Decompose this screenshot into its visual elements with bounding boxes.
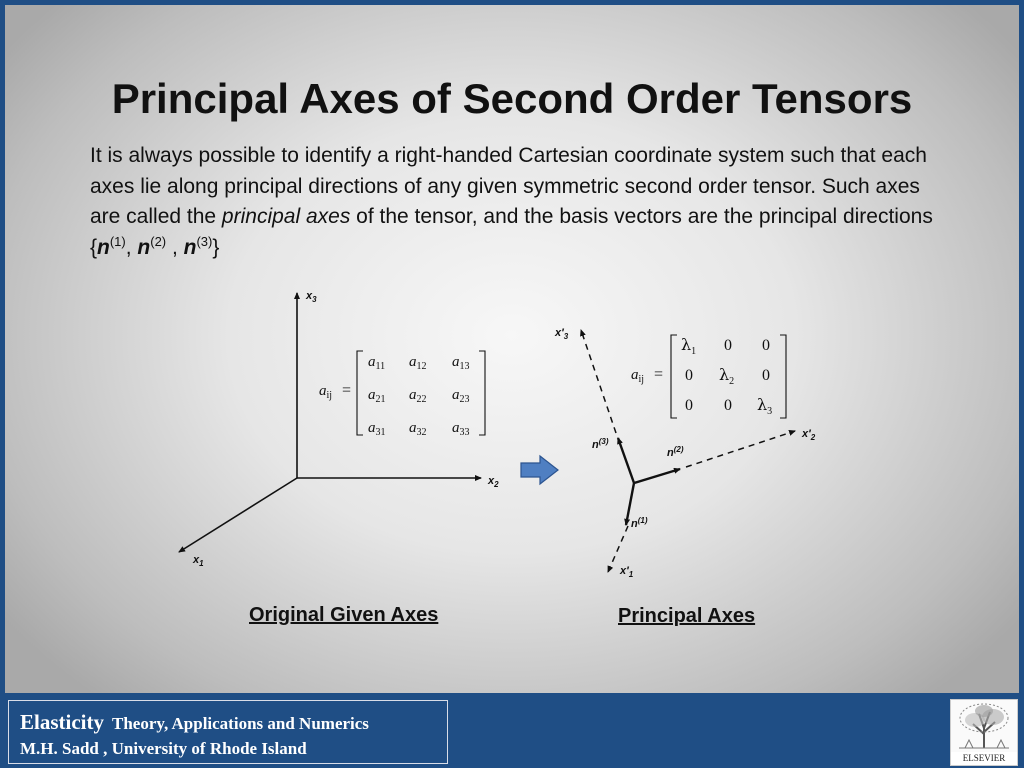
matrix-cell-33: a33 xyxy=(452,420,470,438)
matrix-cell-31: a31 xyxy=(368,420,386,438)
intro-paragraph: It is always possible to identify a righ… xyxy=(90,141,940,263)
matrix-left-bracket xyxy=(356,350,363,436)
axis-x2p-line xyxy=(685,430,796,468)
matrix-lhs: aij xyxy=(319,383,332,401)
basis-close: } xyxy=(212,235,220,259)
slide-canvas: Principal Axes of Second Order Tensors I… xyxy=(5,5,1019,693)
matrix-cell-11: a11 xyxy=(368,354,385,372)
paragraph-text-2: of the tensor, and the basis vectors are… xyxy=(90,205,933,259)
footer-book-title: Elasticity Theory, Applications and Numer… xyxy=(20,710,369,735)
logo-text: ELSEVIER xyxy=(962,753,1006,763)
basis-n3-sup: (3) xyxy=(196,233,213,249)
axis-x3p-label: x′3 xyxy=(554,327,569,341)
pmatrix-cell-21: 0 xyxy=(685,367,693,384)
matrix-cell-32: a32 xyxy=(409,420,427,438)
pmatrix-equals: = xyxy=(654,366,663,383)
matrix-cell-23: a23 xyxy=(452,387,470,405)
basis-n2: n xyxy=(137,235,151,259)
paragraph-text-1: It is always possible to identify a righ… xyxy=(90,144,927,228)
lambda-1: λ1 xyxy=(681,335,696,357)
right-arrow-icon xyxy=(520,454,559,486)
paragraph-emphasis: principal axes xyxy=(221,205,351,228)
pmatrix-cell-12: 0 xyxy=(724,337,732,354)
pmatrix-left-bracket xyxy=(670,334,677,419)
principal-tensor-matrix: aij = λ1 0 0 0 λ2 0 0 0 λ3 xyxy=(631,334,787,419)
matrix-cell-21: a21 xyxy=(368,387,386,405)
principal-axes-group: x′3 x′2 x′1 n(3) n(2) n(1) aij = λ1 0 0 … xyxy=(554,327,816,579)
axis-x3-label: x3 xyxy=(305,290,317,304)
pmatrix-cell-13: 0 xyxy=(762,337,770,354)
axis-x2-label: x2 xyxy=(487,475,499,489)
axis-x1-label: x1 xyxy=(192,554,204,568)
pmatrix-cell-32: 0 xyxy=(724,397,732,414)
vector-n2 xyxy=(633,467,681,485)
original-axes-caption: Original Given Axes xyxy=(249,604,439,626)
basis-sep-1: , xyxy=(125,235,138,259)
matrix-cell-12: a12 xyxy=(409,354,427,372)
basis-n2-sup: (2) xyxy=(150,233,167,249)
footer-citation-box: Elasticity Theory, Applications and Numer… xyxy=(8,700,448,764)
general-tensor-matrix: aij = a11 a12 a13 a21 a22 a23 a31 a32 a33 xyxy=(319,350,486,438)
pmatrix-cell-23: 0 xyxy=(762,367,770,384)
axis-x1p-line xyxy=(607,525,629,573)
pmatrix-right-bracket xyxy=(780,334,787,419)
axis-x1p-label: x′1 xyxy=(619,565,634,579)
basis-n1: n xyxy=(97,235,110,259)
elsevier-tree-logo: ELSEVIER xyxy=(950,699,1018,766)
matrix-cell-22: a22 xyxy=(409,387,427,405)
axis-x3p-line xyxy=(580,329,617,434)
principal-axes-caption: Principal Axes xyxy=(618,605,756,627)
matrix-cell-13: a13 xyxy=(452,354,470,372)
footer-bar: Elasticity Theory, Applications and Numer… xyxy=(0,694,1024,768)
n1-label: n(1) xyxy=(631,516,648,530)
pmatrix-lhs: aij xyxy=(631,367,644,385)
slide-title: Principal Axes of Second Order Tensors xyxy=(111,75,913,122)
basis-n3: n xyxy=(183,235,197,259)
book-title: Elasticity xyxy=(20,710,104,734)
matrix-right-bracket xyxy=(479,350,486,436)
n2-label: n(2) xyxy=(667,445,684,459)
pmatrix-cell-31: 0 xyxy=(685,397,693,414)
footer-author: M.H. Sadd , University of Rhode Island xyxy=(20,739,307,758)
axis-x2p-label: x′2 xyxy=(801,428,816,442)
basis-sep-2: , xyxy=(166,235,184,259)
lambda-3: λ3 xyxy=(757,395,772,417)
lambda-2: λ2 xyxy=(719,365,734,387)
book-subtitle: Theory, Applications and Numerics xyxy=(112,714,369,733)
tree-icon xyxy=(951,700,1017,752)
vector-n3 xyxy=(616,437,636,484)
basis-n1-sup: (1) xyxy=(109,233,126,249)
vector-n1 xyxy=(624,482,636,526)
axis-x1-line xyxy=(178,477,298,553)
n3-label: n(3) xyxy=(592,437,609,451)
matrix-equals: = xyxy=(342,382,351,399)
